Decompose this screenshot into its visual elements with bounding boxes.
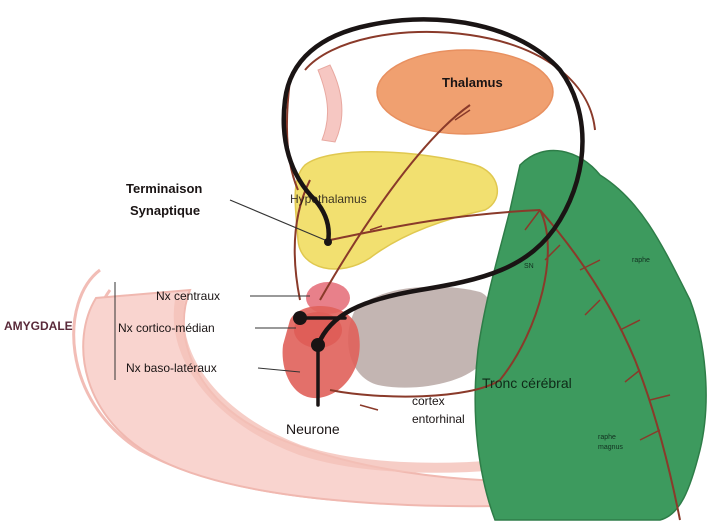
hypothalamus-label: Hypothalamus xyxy=(290,192,367,206)
termination-dot xyxy=(324,238,332,246)
neuron-body-cortico xyxy=(293,311,307,325)
thalamus-shape xyxy=(377,50,553,134)
raphe-magnus-label-line2: magnus xyxy=(598,444,623,451)
neurone-label: Neurone xyxy=(286,421,340,437)
thalamus-label: Thalamus xyxy=(442,75,503,90)
fornix-band xyxy=(318,65,342,142)
nx-centraux-label: Nx centraux xyxy=(156,289,220,303)
tronc-cerebral-label: Tronc cérébral xyxy=(482,375,572,391)
brainstem-shape xyxy=(475,151,706,520)
termination-label-line1: Terminaison xyxy=(126,181,202,196)
amygdale-label: AMYGDALE xyxy=(4,319,73,333)
termination-label-line2: Synaptique xyxy=(130,203,200,218)
raphe-label: raphe xyxy=(632,257,650,264)
hypothalamus-shape xyxy=(295,152,497,269)
sn-label: SN xyxy=(524,263,534,270)
cortex-label-line1: cortex xyxy=(412,394,445,408)
nx-cortico-median-label: Nx cortico-médian xyxy=(118,321,215,335)
neuron-body-main xyxy=(311,338,325,352)
cortex-label-line2: entorhinal xyxy=(412,412,465,426)
nx-baso-lateraux-label: Nx baso-latéraux xyxy=(126,361,217,375)
raphe-magnus-label-line1: raphe xyxy=(598,434,616,441)
